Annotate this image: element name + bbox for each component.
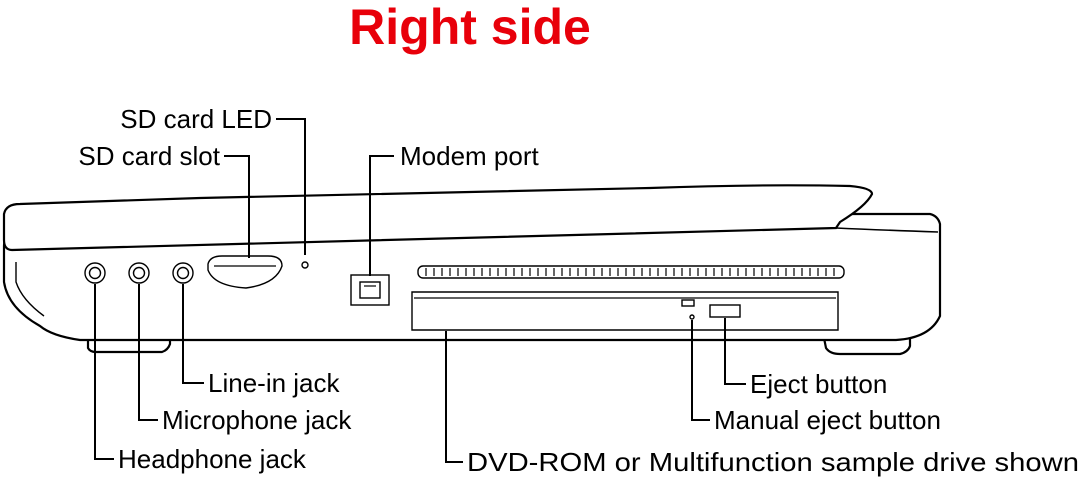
headphone-jack-port <box>84 262 106 284</box>
leader-headphone-jack <box>94 284 114 460</box>
label-sd-card-led: SD card LED <box>120 104 272 134</box>
sd-card-led-indicator <box>301 261 309 269</box>
modem-port-jack <box>350 274 390 306</box>
lid-hinge-line <box>835 227 939 233</box>
diagram-title: Right side <box>349 0 591 55</box>
leader-modem-port <box>369 155 394 276</box>
laptop-lid <box>2 184 874 252</box>
label-sd-card-slot: SD card slot <box>78 141 220 171</box>
microphone-jack-port <box>128 262 150 284</box>
leader-sd-card-slot <box>224 155 250 258</box>
front-foot <box>86 336 172 354</box>
leader-eject-button <box>724 318 746 385</box>
base-inner-edge <box>15 262 45 317</box>
label-manual-eject-button: Manual eject button <box>714 405 941 435</box>
leader-sd-card-led <box>276 118 306 255</box>
label-modem-port: Modem port <box>400 141 539 171</box>
label-dvd-drive: DVD-ROM or Multifunction sample drive sh… <box>467 447 1079 477</box>
label-headphone-jack: Headphone jack <box>118 444 307 474</box>
label-microphone-jack: Microphone jack <box>162 405 352 435</box>
manual-eject-hole <box>689 314 695 320</box>
vent-grille <box>417 265 845 279</box>
leader-microphone-jack <box>138 284 158 421</box>
sd-card-slot-port <box>207 255 283 289</box>
leader-dvd-drive <box>445 331 463 463</box>
drive-activity-led <box>681 299 695 307</box>
label-eject-button: Eject button <box>750 369 887 399</box>
leader-manual-eject-button <box>691 320 710 421</box>
line-in-jack-port <box>172 262 194 284</box>
eject-button-key <box>709 304 741 318</box>
leader-line-in-jack <box>182 284 204 384</box>
label-line-in-jack: Line-in jack <box>208 368 341 398</box>
optical-drive-bay <box>411 291 839 331</box>
